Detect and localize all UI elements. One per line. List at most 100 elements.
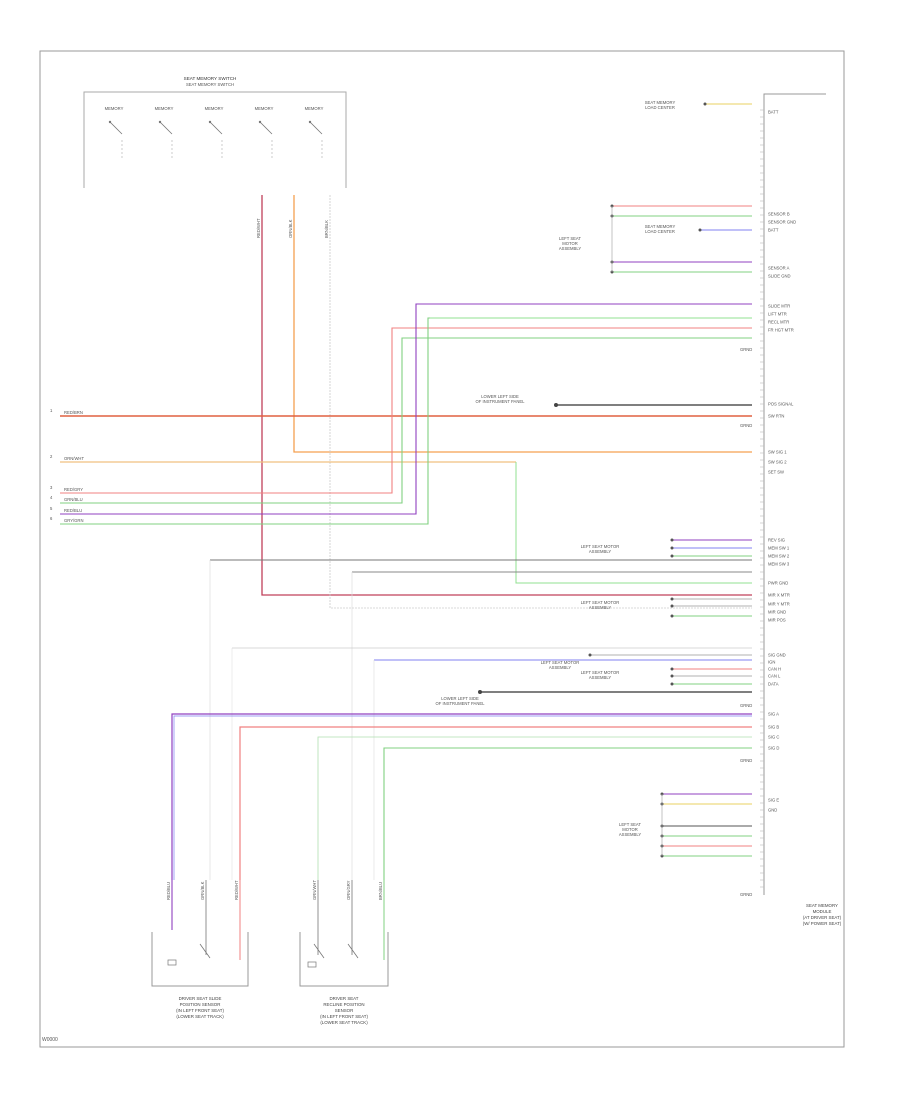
wire-purple-2	[60, 303, 752, 515]
module-pin-label: SIG E	[768, 798, 779, 803]
left-connector-3: 3	[50, 485, 53, 490]
module-pin-label: LIFT MTR	[768, 312, 787, 317]
left-wire-label: RED/BRN	[64, 410, 83, 415]
callout-text: OF INSTRUMENT PANEL	[436, 701, 486, 706]
left-connector-1: 1	[50, 408, 53, 413]
callout-text: ASSEMBLY	[589, 605, 611, 610]
memory-button-label: MEMORY	[305, 106, 324, 111]
module-block-label-5: GRND	[740, 892, 752, 897]
callout-text: LEFT SEAT	[559, 236, 581, 241]
module-pin-label: SW RTN	[768, 414, 784, 419]
wire-green-sensor	[383, 747, 752, 880]
left-connector-5: 5	[50, 506, 53, 511]
diagram-code: W0000	[42, 1037, 58, 1043]
callout-text: LOWER LEFT SIDE	[441, 696, 479, 701]
recline-caption-1: DRIVER SEAT	[330, 996, 359, 1001]
drop-label-3: BRN/BLK	[324, 220, 329, 238]
module-pin-label: MEM SW 3	[768, 562, 790, 567]
slide-wire-2: GRN/BLK	[200, 881, 205, 900]
wire-green-2	[60, 337, 752, 504]
module-block-label-2: GRND	[740, 423, 752, 428]
wire-purple-sensor	[171, 713, 752, 880]
slide-caption-3: (IN LEFT FRONT SEAT)	[176, 1008, 224, 1013]
callout-text: MOTOR	[562, 241, 578, 246]
recline-caption-5: (LOWER SEAT TRACK)	[320, 1020, 368, 1025]
callout-text: SEAT MEMORY	[645, 224, 676, 229]
callout-text: SEAT MEMORY	[645, 100, 676, 105]
memory-button-5: MEMORY	[305, 106, 324, 160]
left-wire-label: RED/BLU	[64, 508, 82, 513]
slide-caption-1: DRIVER SEAT SLIDE	[179, 996, 222, 1001]
slide-caption-2: POSITION SENSOR	[180, 1002, 221, 1007]
module-pin-label: SW SIG 2	[768, 460, 787, 465]
module-pin-label: BATT	[768, 228, 779, 233]
memory-button-1: MEMORY	[105, 106, 124, 160]
module-pin-label: SIG GND	[768, 653, 786, 658]
module-pin-label: BATT	[768, 110, 779, 115]
module-pin-label: SENSOR B	[768, 212, 790, 217]
memory-button-label: MEMORY	[255, 106, 274, 111]
recline-caption-2: RECLINE POSITION	[323, 1002, 364, 1007]
module-caption-4: (W/ POWER SEAT)	[803, 921, 842, 926]
recline-caption-4: (IN LEFT FRONT SEAT)	[320, 1014, 368, 1019]
recline-wire-2: ORN/GRY	[346, 880, 351, 900]
callout-text: ASSEMBLY	[589, 675, 611, 680]
left-connector-6: 6	[50, 516, 53, 521]
module-block-label-3: GRND	[740, 703, 752, 708]
module-pin-label: MIR Y MTR	[768, 602, 790, 607]
callout-text: ASSEMBLY	[549, 665, 571, 670]
module-pin-label: FR HGT MTR	[768, 328, 794, 333]
wire-orange-drop	[293, 195, 752, 453]
wire-red-sensor	[239, 726, 752, 880]
module-pin-label: SIG B	[768, 725, 779, 730]
drop-label-2: ORN/BLK	[288, 219, 293, 238]
callout-text: LOAD CENTER	[645, 105, 675, 110]
slide-wire-3: RED/WHT	[234, 880, 239, 900]
module-pin-label: SIG A	[768, 712, 779, 717]
module-pin-label: SENSOR GND	[768, 220, 796, 225]
module-pin-label: SW SIG 1	[768, 450, 787, 455]
left-wire-label: GRY/GRN	[64, 518, 83, 523]
wire-red-drop	[261, 195, 752, 596]
module-caption-3: (AT DRIVER SEAT)	[803, 915, 842, 920]
callout-text: LEFT SEAT MOTOR	[581, 600, 620, 605]
module-caption-1: SEAT MEMORY	[806, 903, 838, 908]
module-pin-label: MIR X MTR	[768, 593, 790, 598]
slide-position-sensor: RED/BLU GRN/BLK RED/WHT DRIVER SEAT SLID…	[151, 880, 249, 1019]
callout-text: ASSEMBLY	[619, 832, 641, 837]
module-pin-label: POS SIGNAL	[768, 402, 794, 407]
wire-gray-drop	[329, 195, 752, 609]
left-wire-label: RED/GRY	[64, 487, 83, 492]
recline-position-sensor: GRN/WHT ORN/GRY BRN/BLU DRIVER SEAT RECL…	[299, 880, 389, 1025]
memory-button-label: MEMORY	[155, 106, 174, 111]
callout-text: ASSEMBLY	[559, 246, 581, 251]
wire-peach-to-module	[515, 462, 752, 584]
recline-wire-3: BRN/BLU	[378, 882, 383, 900]
module-pin-label: CAN H	[768, 667, 781, 672]
module-pin-label: SIG D	[768, 746, 779, 751]
callout-text: LEFT SEAT MOTOR	[581, 544, 620, 549]
left-wire-label: GRN/BLU	[64, 497, 83, 502]
wire-red-2	[60, 327, 752, 494]
module-block-label-1: GRND	[740, 347, 752, 352]
module-pin-label: SENSOR A	[768, 266, 790, 271]
callout-text: LEFT SEAT	[619, 822, 641, 827]
callout-text: LEFT SEAT MOTOR	[581, 670, 620, 675]
module-pin-label: DATA	[768, 682, 779, 687]
slide-caption-4: (LOWER SEAT TRACK)	[176, 1014, 224, 1019]
module-pin-label: SIG C	[768, 735, 779, 740]
module-pin-label: MIR GND	[768, 610, 786, 615]
memory-button-4: MEMORY	[255, 106, 274, 160]
recline-wire-1: GRN/WHT	[312, 880, 317, 900]
module-pin-label: IGN	[768, 660, 775, 665]
memory-button-label: MEMORY	[205, 106, 224, 111]
slide-wire-1: RED/BLU	[166, 882, 171, 900]
drop-label-1: RED/WHT	[256, 218, 261, 238]
memory-button-label: MEMORY	[105, 106, 124, 111]
callout-text: LEFT SEAT MOTOR	[541, 660, 580, 665]
module-pin-label: PWR GND	[768, 581, 788, 586]
left-connector-2: 2	[50, 454, 53, 459]
callout-text: ASSEMBLY	[589, 549, 611, 554]
diagram-frame	[39, 50, 845, 1048]
